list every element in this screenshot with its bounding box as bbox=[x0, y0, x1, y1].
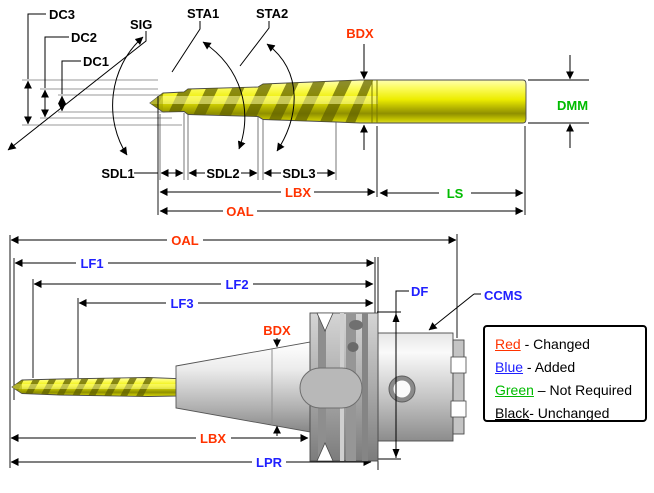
label-oal-bottom: OAL bbox=[171, 233, 199, 248]
legend-desc-blue: Added bbox=[534, 359, 576, 375]
legend-row-blue: Blue - Added bbox=[495, 356, 645, 379]
label-dc3: DC3 bbox=[49, 7, 75, 22]
color-legend: Red - Changed Blue - Added Green – Not R… bbox=[483, 325, 647, 422]
holder-back-cap bbox=[452, 339, 465, 435]
legend-row-red: Red - Changed bbox=[495, 333, 645, 356]
label-dmm: DMM bbox=[557, 98, 588, 113]
top-length-dimensions bbox=[159, 185, 524, 218]
sdl-dimensions bbox=[134, 166, 336, 179]
legend-row-black: Black- Unchanged bbox=[495, 402, 645, 425]
legend-sep-green: – bbox=[533, 382, 550, 398]
angle-dimensions bbox=[7, 21, 295, 156]
label-sdl1: SDL1 bbox=[101, 166, 134, 181]
label-sdl2: SDL2 bbox=[206, 166, 239, 181]
top-extension-lines bbox=[157, 96, 526, 215]
legend-sep-blue: - bbox=[523, 359, 535, 375]
sdl-extension-lines bbox=[159, 113, 337, 180]
label-lbx-top: LBX bbox=[285, 185, 311, 200]
legend-row-green: Green – Not Required bbox=[495, 379, 645, 402]
legend-term-red: Red bbox=[495, 336, 521, 352]
label-dc2: DC2 bbox=[71, 30, 97, 45]
label-bdx-top: BDX bbox=[346, 26, 374, 41]
legend-term-blue: Blue bbox=[495, 359, 524, 375]
legend-desc-green: Not Required bbox=[549, 382, 633, 398]
label-oal-top: OAL bbox=[226, 204, 254, 219]
label-ls: LS bbox=[447, 186, 464, 201]
bottom-view: OAL LF1 LF2 LF3 BDX DF CCMS LBX LPR bbox=[9, 233, 523, 470]
flute-spirals-bottom bbox=[12, 377, 176, 397]
flange-drive-slot bbox=[299, 367, 363, 409]
drill-top-view bbox=[149, 79, 527, 124]
legend-term-green: Green bbox=[495, 382, 534, 398]
label-lf2: LF2 bbox=[225, 277, 248, 292]
df-dimension bbox=[392, 290, 409, 458]
label-lf1: LF1 bbox=[80, 256, 103, 271]
legend-sep-black: - bbox=[529, 405, 538, 421]
flange-hole-upper bbox=[349, 320, 363, 330]
ccms-leader bbox=[428, 293, 481, 331]
label-df: DF bbox=[411, 284, 428, 299]
bottom-extension-lines bbox=[9, 234, 458, 470]
label-sdl3: SDL3 bbox=[282, 166, 315, 181]
label-sig: SIG bbox=[130, 17, 152, 32]
label-lbx-bottom: LBX bbox=[200, 431, 226, 446]
label-dc1: DC1 bbox=[83, 54, 109, 69]
legend-term-black: Black bbox=[495, 405, 530, 421]
label-lf3: LF3 bbox=[170, 296, 193, 311]
holder-nose-cone bbox=[175, 341, 311, 433]
legend-desc-black: Unchanged bbox=[537, 405, 610, 421]
flange-hole-lower bbox=[347, 342, 359, 352]
label-ccms: CCMS bbox=[484, 288, 523, 303]
drill-bottom-view bbox=[11, 377, 177, 397]
legend-sep-red: - bbox=[520, 336, 534, 352]
label-sta2: STA2 bbox=[256, 6, 288, 21]
legend-desc-red: Changed bbox=[533, 336, 590, 352]
top-view: DC3 DC2 DC1 SIG STA1 STA2 BDX DMM SDL1 S… bbox=[7, 6, 589, 219]
dc-dimensions bbox=[24, 13, 81, 125]
tool-holder bbox=[175, 312, 467, 462]
dmm-dimension bbox=[528, 55, 589, 148]
label-sta1: STA1 bbox=[187, 6, 219, 21]
label-lpr: LPR bbox=[256, 455, 283, 470]
bottom-length-dimensions bbox=[10, 233, 457, 469]
label-bdx-bottom: BDX bbox=[263, 323, 291, 338]
